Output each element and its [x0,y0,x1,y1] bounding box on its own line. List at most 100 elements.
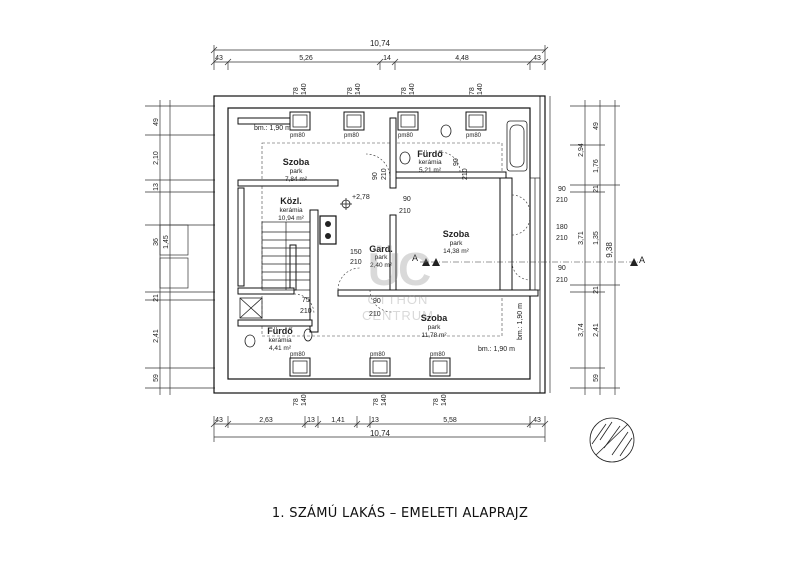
plan-title: 1. SZÁMÚ LAKÁS – EMELETI ALAPRAJZ [271,506,529,521]
roof-window [369,357,391,377]
window-size-labels: 78 140 78 140 78 140 78 140 78 140 78 14… [290,83,484,406]
door-width: 90 [453,158,460,166]
sill-label: pm80 [466,133,482,139]
sill-label: pm80 [430,352,446,358]
roof-window [289,357,311,377]
top-dimension-lines [210,45,549,70]
room-area: 7,84 m² [285,176,308,183]
window-height: 140 [301,394,308,406]
room-area: 14,38 m² [443,248,469,255]
roof-window [465,111,487,131]
room-name: Szoba [421,313,448,323]
room-name: Szoba [283,157,310,167]
watermark-line2: CENTRUM [362,308,434,323]
door-width: 90 [373,298,381,305]
dim-right-inner: 21 [593,286,600,294]
room-furdo-2: Fürdő kerámia 4,41 m² [267,326,293,352]
height-note-right: bm.: 1,90 m [517,303,524,340]
door-width: 90 [372,172,379,180]
dim-left: 2,10 [153,151,160,165]
watermark-logo: ÜC OTTHON CENTRUM [358,246,438,346]
room-area: 11,78 m² [421,332,447,339]
room-finish: park [290,168,303,175]
height-note-top: bm.: 1,90 m [254,125,291,132]
room-name: Közl. [280,196,302,206]
room-name: Szoba [443,229,470,239]
room-area: 4,41 m² [269,345,292,352]
room-kozl: Közl. kerámia 10,94 m² [278,196,304,222]
dim-left: 49 [153,118,160,126]
staircase [261,221,311,291]
door-height: 210 [462,168,469,180]
roof-window [343,111,365,131]
room-name: Fürdő [417,149,443,159]
section-label-right: A [639,255,645,265]
dim-top-seg: 4,48 [455,55,469,62]
roof-windows-bottom [289,357,451,377]
room-area: 5,21 m² [419,167,442,174]
roof-window [397,111,419,131]
dim-right-inner: 1,76 [593,159,600,173]
dim-bottom-total: 10,74 [370,429,391,438]
room-area: 10,94 m² [278,215,304,222]
window-width: 78 [293,398,300,406]
room-furdo-1: Fürdő kerámia 5,21 m² [417,149,443,174]
section-label-left: A [412,253,418,263]
door-height: 210 [556,235,568,242]
door-labels: 90 210 90 210 90 210 150 210 90 210 75 2… [300,158,568,318]
window-width: 78 [293,87,300,95]
dim-right-inner: 1,35 [593,231,600,245]
dim-top-seg: 43 [215,55,223,62]
dim-right-inner: 21 [593,185,600,193]
window-width: 78 [469,87,476,95]
window-height: 140 [409,83,416,95]
window-height: 140 [381,394,388,406]
window-height: 140 [355,83,362,95]
room-finish: kerámia [418,159,442,166]
dim-bottom-seg: 13 [307,417,315,424]
dim-left: 21 [153,294,160,302]
dim-bottom-seg: 5,58 [443,417,457,424]
room-name: Fürdő [267,326,293,336]
left-dimension-lines [145,100,215,395]
dim-bottom-seg: 13 [371,417,379,424]
roof-window [289,111,311,131]
room-gard: Gard. park 2,40 m² [369,244,393,269]
dim-bottom-seg: 43 [215,417,223,424]
door-width: 180 [556,224,568,231]
room-szoba-3: Szoba park 11,78 m² [421,313,448,339]
window-height: 140 [441,394,448,406]
dim-bottom-seg: 2,63 [259,417,273,424]
door-width: 90 [558,186,566,193]
dim-top-seg: 14 [383,55,391,62]
room-finish: kerámia [279,207,303,214]
door-width: 75 [302,297,310,304]
dim-left: 1,45 [163,235,170,249]
watermark-line1: OTTHON [367,292,429,307]
dim-right-outer: 3,71 [578,231,585,245]
door-height: 210 [399,208,411,215]
door-height: 210 [556,277,568,284]
inner-walls [237,117,539,333]
room-finish: kerámia [268,337,292,344]
dim-left: 36 [153,238,160,246]
roof-windows-top [289,111,487,131]
door-height: 210 [300,308,312,315]
gable-windows [529,177,541,291]
sill-label: pm80 [290,352,306,358]
room-name: Gard. [369,244,393,254]
room-area: 2,40 m² [370,262,393,269]
dim-right-inner: 2,41 [593,323,600,337]
door-height: 210 [369,311,381,318]
dim-right-inner: 59 [593,374,600,382]
room-szoba-1: Szoba park 7,84 m² [283,157,310,183]
dim-right-total: 9,38 [605,242,614,258]
room-finish: park [428,324,441,331]
dimension-labels: 10,74 43 5,26 14 4,48 43 43 2,63 13 1,41… [153,39,614,438]
room-finish: park [450,240,463,247]
sill-label: pm80 [290,133,306,139]
north-arrow-icon [589,417,635,463]
dim-right-outer: 2,94 [578,143,585,157]
room-labels: Szoba park 7,84 m² Fürdő kerámia 5,21 m²… [267,149,470,352]
window-width: 78 [347,87,354,95]
